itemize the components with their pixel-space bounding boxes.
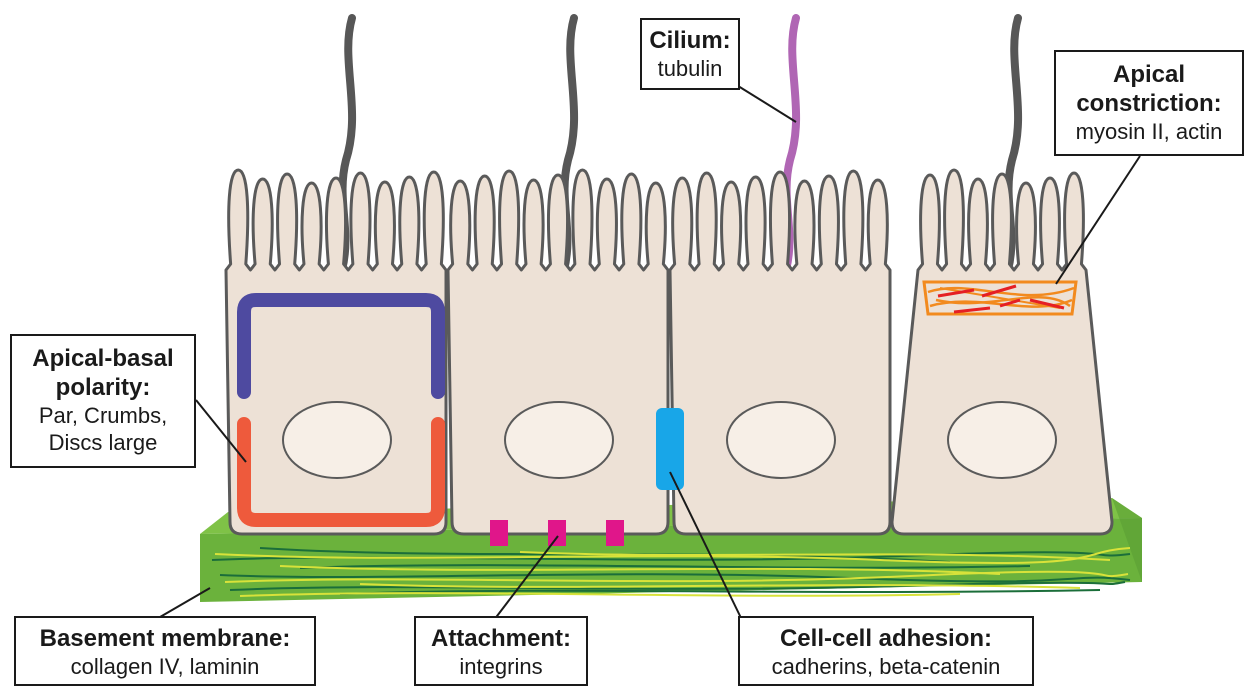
label-basement-membrane-desc: collagen IV, laminin: [16, 653, 314, 680]
label-polarity-desc-1: Par, Crumbs,: [12, 402, 194, 429]
label-apical-constriction-title-1: Apical: [1056, 60, 1242, 89]
label-cilium-desc: tubulin: [642, 55, 738, 82]
label-polarity-desc-2: Discs large: [12, 429, 194, 456]
label-cilium-title: Cilium:: [642, 26, 738, 55]
label-attachment-title: Attachment:: [416, 624, 586, 653]
cell-2: [448, 170, 668, 534]
label-apical-constriction-title-2: constriction:: [1056, 89, 1242, 118]
label-basement-membrane-title: Basement membrane:: [16, 624, 314, 653]
label-apical-constriction: Apical constriction: myosin II, actin: [1054, 50, 1244, 156]
integrin-1: [490, 520, 508, 546]
label-polarity-title-1: Apical-basal: [12, 344, 194, 373]
label-polarity-title-2: polarity:: [12, 373, 194, 402]
label-attachment: Attachment: integrins: [414, 616, 588, 686]
cell-4: [892, 170, 1112, 534]
integrin-2: [548, 520, 566, 546]
label-apical-constriction-desc: myosin II, actin: [1056, 118, 1242, 145]
nucleus-4: [948, 402, 1056, 478]
adherens-junction: [656, 408, 684, 490]
label-cell-cell-adhesion-desc: cadherins, beta-catenin: [740, 653, 1032, 680]
cell-3: [670, 171, 890, 534]
cell-1: [226, 170, 446, 534]
label-cell-cell-adhesion-title: Cell-cell adhesion:: [740, 624, 1032, 653]
label-basement-membrane: Basement membrane: collagen IV, laminin: [14, 616, 316, 686]
nucleus-3: [727, 402, 835, 478]
label-attachment-desc: integrins: [416, 653, 586, 680]
integrin-3: [606, 520, 624, 546]
label-cell-cell-adhesion: Cell-cell adhesion: cadherins, beta-cate…: [738, 616, 1034, 686]
label-apical-basal-polarity: Apical-basal polarity: Par, Crumbs, Disc…: [10, 334, 196, 468]
label-cilium: Cilium: tubulin: [640, 18, 740, 90]
nucleus-2: [505, 402, 613, 478]
nucleus-1: [283, 402, 391, 478]
